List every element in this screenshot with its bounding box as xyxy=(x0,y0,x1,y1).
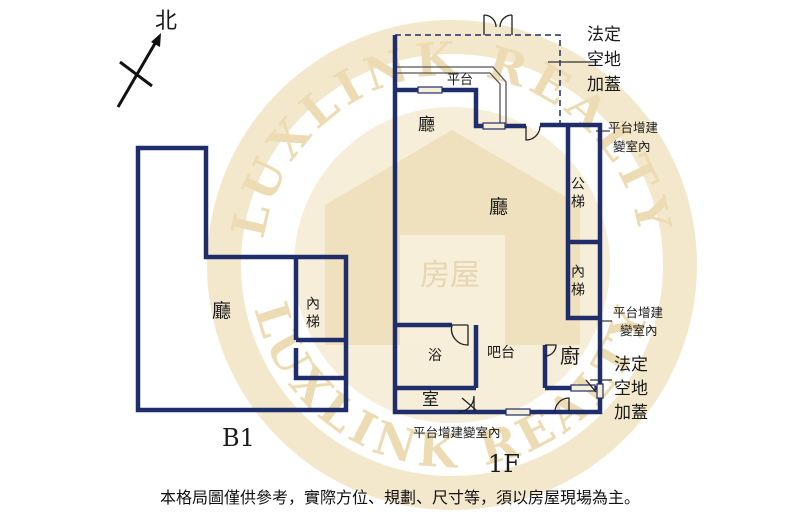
note-legal-bottom-line-2: 空地 xyxy=(614,379,648,399)
b1-stair-label: 內梯 xyxy=(304,296,320,332)
note-platform-ext-top-line-2: 變室內 xyxy=(613,139,651,154)
note-legal-bottom-line-3: 加蓋 xyxy=(614,403,648,423)
note-platform-ext-top-line-1: 平台增建 xyxy=(608,120,659,135)
compass: 北 xyxy=(116,9,177,108)
1f-door-swings xyxy=(450,14,597,413)
door-kitchen-inner-icon xyxy=(544,344,557,357)
note-legal-top-line-3: 加蓋 xyxy=(587,75,621,95)
1f-hall-main-label: 廳 xyxy=(489,196,508,218)
note-platform-ext-mid-line-2: 變室內 xyxy=(620,323,658,338)
b1-outline xyxy=(135,145,349,413)
note-legal-bottom-line-1: 法定 xyxy=(614,355,648,375)
note-platform-ext-mid-line-1: 平台增建 xyxy=(613,305,664,320)
door-room-leaf xyxy=(461,397,477,411)
door-kitchen-icon xyxy=(554,397,570,413)
b1-level-label: B1 xyxy=(222,424,255,452)
watermark-brand: 房屋 xyxy=(420,258,480,293)
window-platform xyxy=(417,86,443,94)
b1-hall-label: 廳 xyxy=(212,300,231,322)
1f-callout-leaders xyxy=(548,61,612,381)
note-platform-ext-mid: 平台增建 變室內 xyxy=(613,305,664,338)
1f-level-label: 1F xyxy=(488,450,520,478)
watermark-ring xyxy=(207,20,697,510)
1f-outline xyxy=(392,35,603,415)
b1-plan xyxy=(135,145,349,413)
1f-platform-rail-inner xyxy=(397,72,501,126)
disclaimer-text: 本格局圖僅供參考，實際方位、規劃、尺寸等，須以房屋現場為主。 xyxy=(159,488,640,507)
1f-openings xyxy=(417,86,604,416)
1f-inner-stair-label: 內梯 xyxy=(569,264,585,300)
door-bath-icon xyxy=(450,324,469,346)
window-kitchen-side xyxy=(596,383,604,399)
1f-room-label: 室 xyxy=(422,390,439,410)
note-platform-ext-top: 平台增建 變室內 xyxy=(608,120,659,154)
note-legal-top-line-1: 法定 xyxy=(587,25,621,45)
window-room xyxy=(505,408,531,416)
1f-kitchen-label: 廚 xyxy=(560,344,580,368)
door-side-leaf xyxy=(585,379,597,393)
1f-hall-top-label: 廳 xyxy=(418,115,435,135)
note-legal-top-line-2: 空地 xyxy=(587,50,621,70)
door-top-left-icon xyxy=(483,14,497,35)
door-hall-icon xyxy=(525,125,541,141)
1f-extension xyxy=(395,34,561,126)
compass-crossbar xyxy=(119,60,153,88)
1f-platform-label: 平台 xyxy=(447,73,473,88)
1f-platform-rail-outer xyxy=(397,66,507,126)
1f-bath-label: 浴 xyxy=(428,348,442,364)
1f-legal-extension-outline xyxy=(395,34,561,125)
note-platform-ext-bottom: 平台增建變室內 xyxy=(413,425,501,440)
b1-inner-wall xyxy=(293,348,346,381)
window-kitchen xyxy=(570,384,596,392)
note-legal-top: 法定 空地 加蓋 xyxy=(587,25,621,95)
window-hall-top xyxy=(482,122,506,130)
door-top-right-icon xyxy=(499,14,513,35)
watermark: LUXLINK REALTY LUXLINK REALTY 房屋 xyxy=(207,20,697,510)
door-room-icon xyxy=(457,395,475,413)
1f-bar-label: 吧台 xyxy=(487,345,515,361)
compass-label: 北 xyxy=(155,9,177,34)
1f-public-stair-label: 公梯 xyxy=(569,176,585,212)
1f-stair-column xyxy=(565,125,600,321)
compass-arrow-icon xyxy=(151,33,161,47)
note-legal-bottom: 法定 空地 加蓋 xyxy=(614,355,648,423)
